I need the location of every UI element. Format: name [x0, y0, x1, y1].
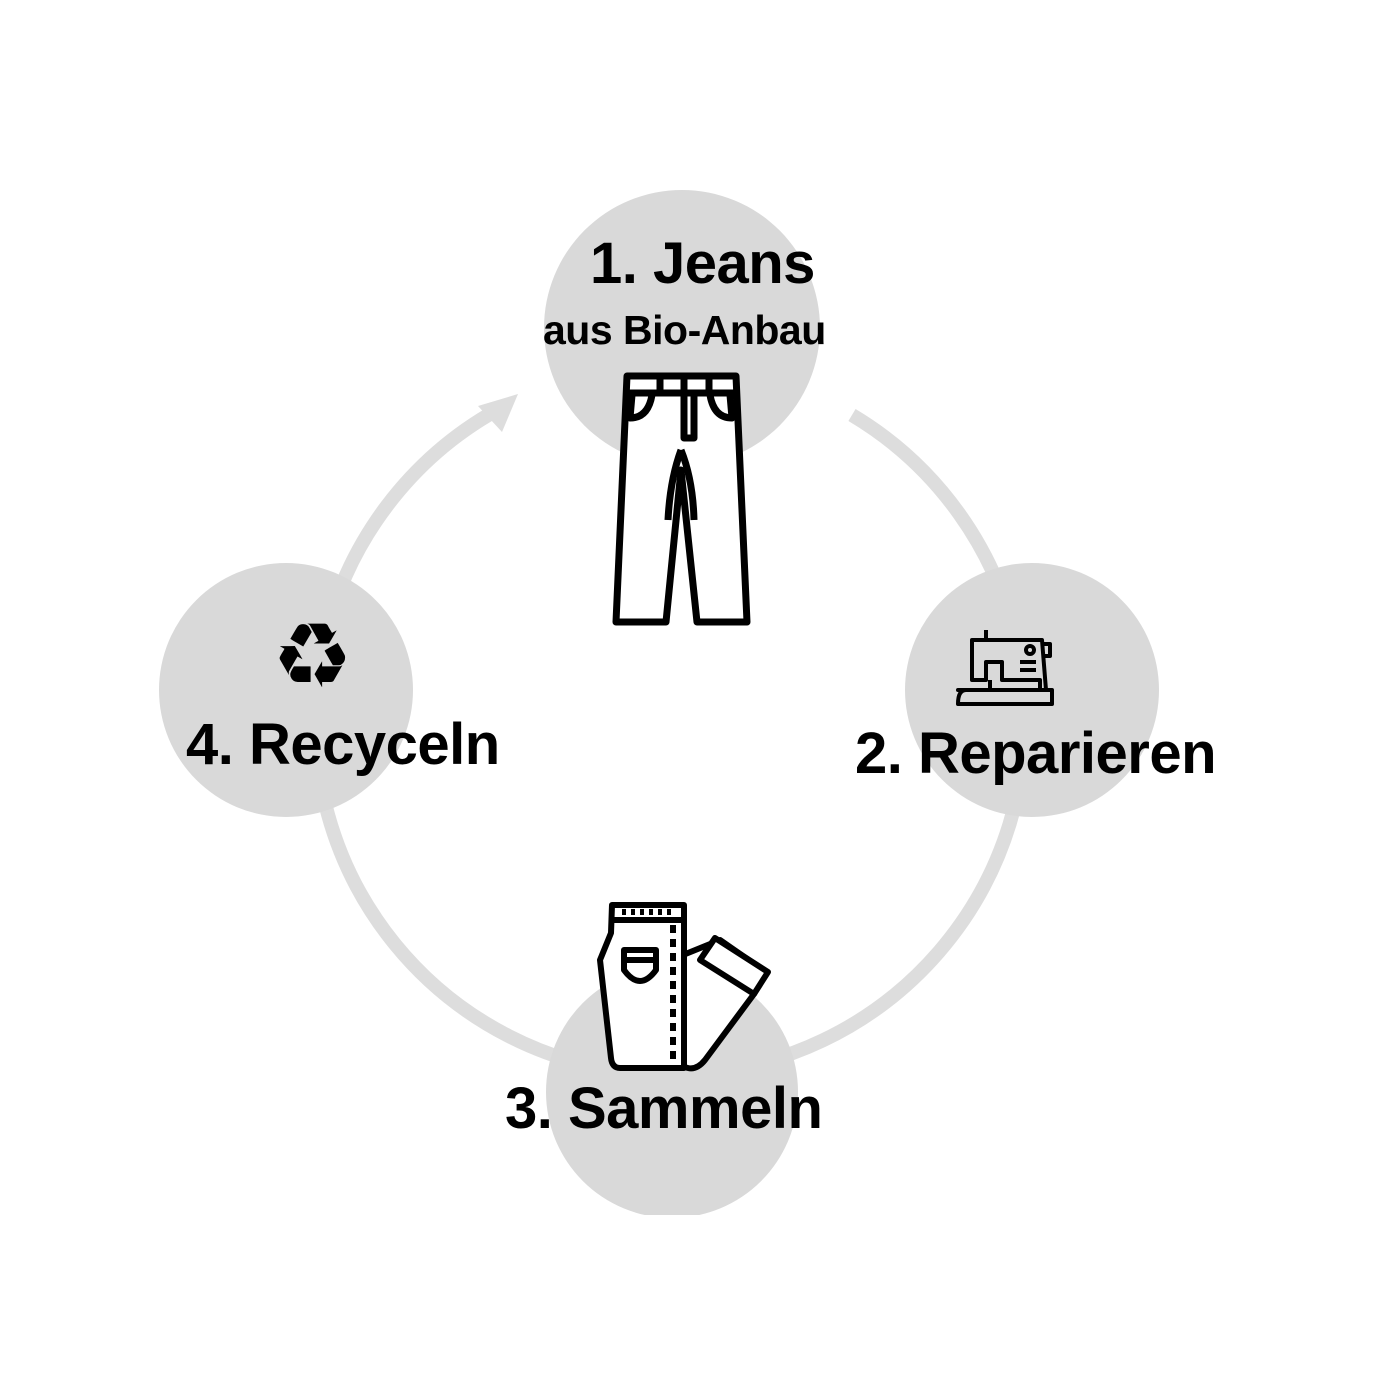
- step-2-label: 2. Reparieren: [855, 721, 1217, 786]
- step-1-subtitle: aus Bio-Anbau: [543, 307, 826, 353]
- step-4-label: 4. Recyceln: [186, 712, 500, 777]
- step-3-label: 3. Sammeln: [505, 1076, 823, 1141]
- step-1-title: 1. Jeans: [590, 231, 815, 296]
- sewing-machine-icon: [956, 630, 1054, 706]
- arrowhead-icon: [478, 394, 518, 432]
- step-circle-1: [544, 190, 820, 466]
- folded-jeans-icon: [597, 902, 771, 1072]
- step-circle-4: [159, 563, 413, 817]
- trousers-icon: [612, 372, 751, 626]
- recycle-icon: ♻: [272, 604, 353, 709]
